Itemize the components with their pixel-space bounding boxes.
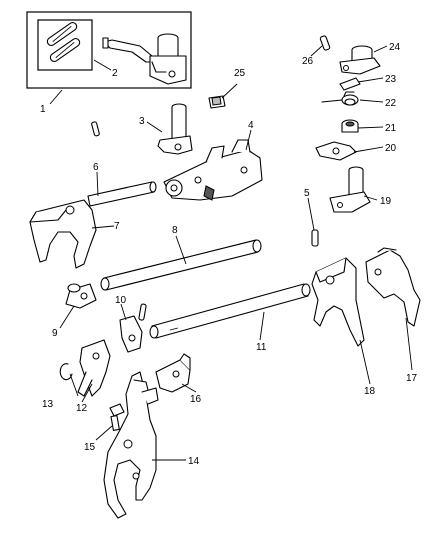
callout-16: 16 bbox=[190, 394, 202, 405]
inset-box bbox=[26, 11, 192, 89]
part-19-selector-shaft bbox=[329, 166, 371, 213]
shift-lever-inset bbox=[102, 33, 187, 85]
callout-20: 20 bbox=[385, 143, 397, 154]
callout-24: 24 bbox=[389, 42, 401, 53]
callout-2: 2 bbox=[112, 68, 118, 79]
callout-18: 18 bbox=[364, 386, 376, 397]
callout-12: 12 bbox=[76, 403, 88, 414]
part-16-block bbox=[155, 353, 191, 393]
part-23-clip bbox=[339, 77, 361, 91]
callout-1: 1 bbox=[40, 104, 46, 115]
callout-22: 22 bbox=[385, 98, 397, 109]
callout-19: 19 bbox=[380, 196, 392, 207]
part-15-bolt bbox=[109, 403, 125, 431]
callout-4: 4 bbox=[248, 120, 254, 131]
part-8-shift-rail bbox=[100, 239, 262, 291]
part-17-shift-fork bbox=[365, 247, 421, 327]
part-18-shift-fork bbox=[311, 257, 365, 347]
callout-9: 9 bbox=[52, 328, 58, 339]
callout-23: 23 bbox=[385, 74, 397, 85]
roll-pin-a bbox=[91, 121, 100, 137]
callout-13: 13 bbox=[42, 399, 54, 410]
part-21-bushing bbox=[341, 119, 359, 133]
part-5-pin bbox=[311, 229, 319, 247]
callout-15: 15 bbox=[84, 442, 96, 453]
leader-lines bbox=[49, 45, 413, 461]
part-11-shift-rail bbox=[149, 283, 311, 339]
part-9-collar bbox=[65, 283, 97, 309]
pin-pair-inset bbox=[46, 21, 81, 63]
callout-11: 11 bbox=[256, 342, 267, 353]
part-25-cap bbox=[208, 95, 226, 109]
callout-5: 5 bbox=[304, 188, 310, 199]
part-22-spring bbox=[321, 91, 359, 106]
callout-7: 7 bbox=[114, 221, 120, 232]
callout-21: 21 bbox=[385, 123, 397, 134]
callout-25: 25 bbox=[234, 68, 246, 79]
part-10-bracket bbox=[119, 303, 147, 353]
callout-8: 8 bbox=[172, 225, 178, 236]
part-20-plate bbox=[315, 141, 357, 161]
callout-6: 6 bbox=[93, 162, 99, 173]
part-6-shift-rail bbox=[87, 181, 157, 207]
callout-14: 14 bbox=[188, 456, 200, 467]
part-24-actuator bbox=[339, 45, 381, 75]
part-7-shift-fork bbox=[29, 199, 97, 269]
part-4-interlock-housing bbox=[163, 139, 263, 201]
part-13-snap-ring bbox=[59, 363, 73, 381]
part-12-bracket bbox=[77, 339, 111, 397]
callout-3: 3 bbox=[139, 116, 145, 127]
callout-10: 10 bbox=[115, 295, 127, 306]
part-3-selector-lever bbox=[157, 103, 193, 155]
part-14-shift-fork bbox=[103, 371, 159, 519]
callout-17: 17 bbox=[406, 373, 418, 384]
callout-26: 26 bbox=[302, 56, 314, 67]
part-26-pin bbox=[319, 35, 331, 51]
callout-labels: 1 2 3 4 5 6 7 8 9 10 11 12 13 14 15 16 1… bbox=[40, 42, 418, 467]
